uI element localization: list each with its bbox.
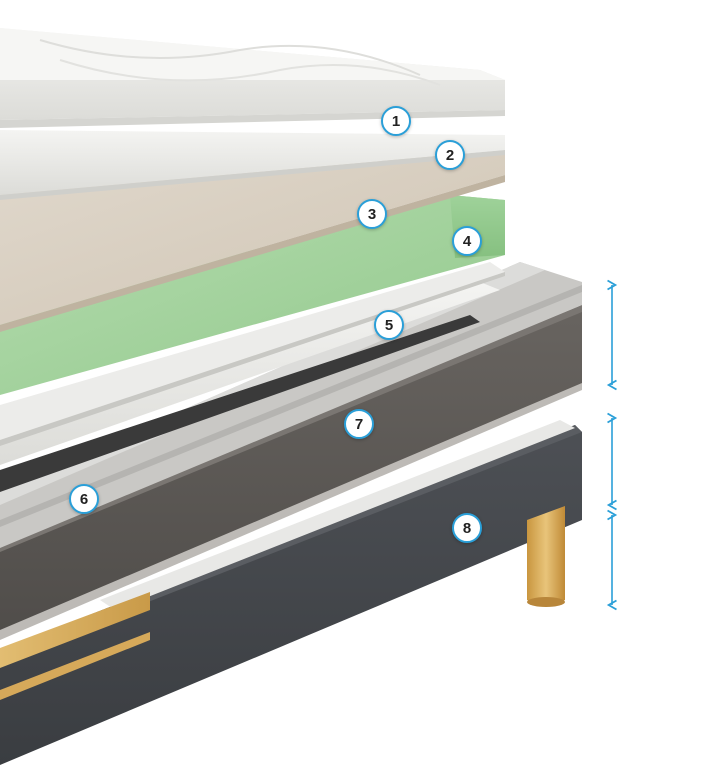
- layer-marker-3[interactable]: 3: [357, 199, 387, 229]
- layer-marker-7[interactable]: 7: [344, 409, 374, 439]
- layer-marker-8[interactable]: 8: [452, 513, 482, 543]
- inner-dark-band: [0, 315, 480, 492]
- layer-marker-6[interactable]: 6: [69, 484, 99, 514]
- mattress-side-fabric: [0, 305, 582, 640]
- layer-marker-1[interactable]: 1: [381, 106, 411, 136]
- layer-marker-4[interactable]: 4: [452, 226, 482, 256]
- bed-base: [0, 420, 582, 765]
- layer-top-cover: [0, 28, 505, 128]
- layer-marker-5[interactable]: 5: [374, 310, 404, 340]
- wooden-leg: [527, 506, 565, 607]
- layer-white-two: [0, 130, 505, 200]
- layer-marker-2[interactable]: 2: [435, 140, 465, 170]
